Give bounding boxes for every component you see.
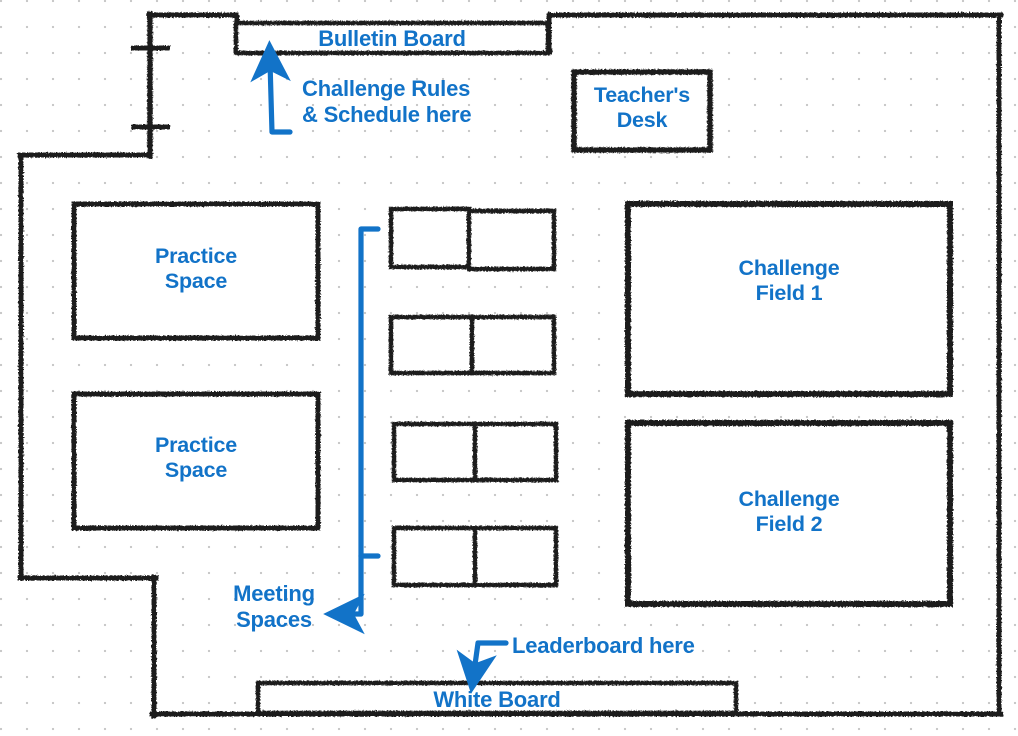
meeting-space-1	[388, 206, 557, 272]
meeting-space-4	[391, 525, 559, 588]
bulletin-board-shape	[233, 20, 551, 56]
meeting-spaces-bracket	[323, 226, 381, 635]
practice-space-2-shape	[71, 391, 321, 531]
white-board-shape	[255, 680, 739, 716]
practice-space-1-shape	[71, 201, 321, 341]
teachers-desk-shape	[571, 69, 713, 153]
meeting-space-tables	[388, 206, 559, 588]
challenge-field-2-shape	[625, 420, 953, 607]
door-markers	[131, 45, 170, 130]
challenge-field-1-shape	[625, 201, 953, 397]
leaderboard-arrow	[456, 640, 509, 694]
challenge-rules-arrow	[250, 40, 293, 135]
meeting-space-3	[391, 421, 559, 483]
meeting-space-2	[388, 314, 557, 376]
